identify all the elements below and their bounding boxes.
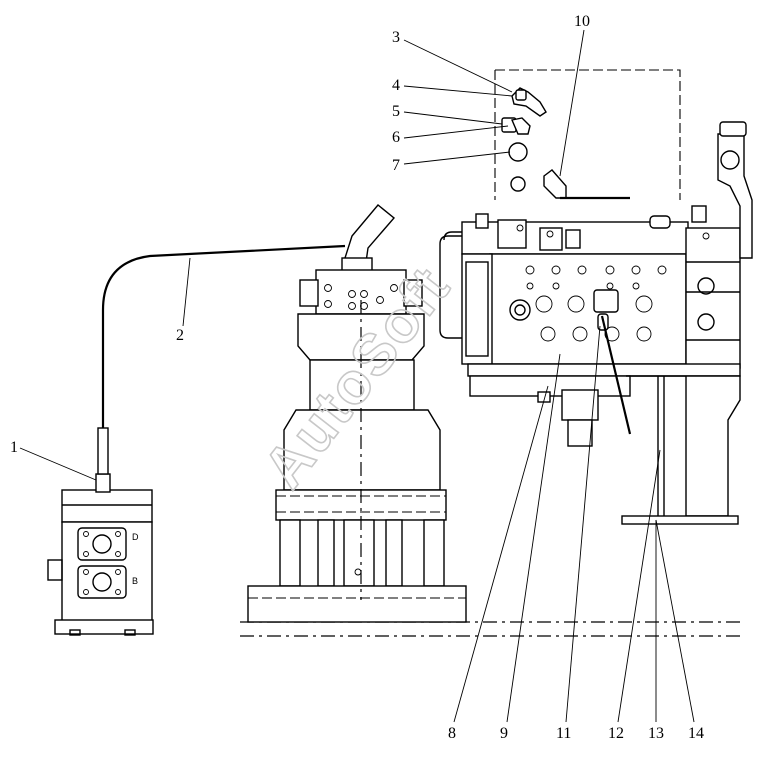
callout-4: 4 [392, 77, 400, 94]
swing-motor-unit [247, 204, 467, 623]
callout-13: 13 [648, 725, 664, 742]
main-control-valve [439, 121, 753, 525]
callout-5: 5 [392, 103, 400, 120]
callout-10: 10 [574, 13, 590, 30]
callout-7: 7 [392, 157, 400, 174]
callout-12: 12 [608, 725, 624, 742]
callout-6: 6 [392, 129, 400, 146]
callout-1: 1 [10, 439, 18, 456]
callout-11: 11 [556, 725, 571, 742]
callout-14: 14 [688, 725, 704, 742]
pilot-hose [101, 244, 346, 428]
pilot-pump-unit: D B [47, 427, 154, 636]
fittings-group [501, 87, 630, 200]
port-label-d: D [132, 532, 139, 542]
callout-2: 2 [176, 327, 184, 344]
callout-8: 8 [448, 725, 456, 742]
callout-3: 3 [392, 29, 400, 46]
leader-lines [19, 29, 695, 723]
port-label-b: B [132, 576, 138, 586]
callout-labels: 1 2 3 4 5 6 7 8 9 10 11 12 13 14 [10, 13, 704, 742]
callout-9: 9 [500, 725, 508, 742]
